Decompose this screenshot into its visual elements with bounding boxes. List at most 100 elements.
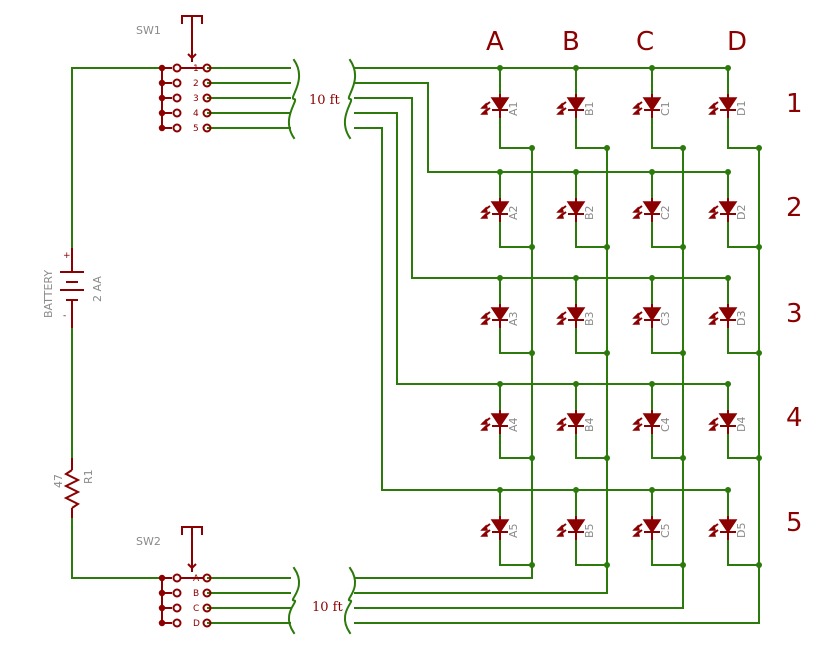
- resistor-name-label: R1: [82, 469, 95, 484]
- led-C2: C2: [632, 198, 672, 222]
- resistor-value-label: 47: [52, 474, 65, 488]
- junction-anode-D2: [725, 169, 731, 175]
- sw1-pin-label: 3: [193, 94, 199, 104]
- led-label-B4: B4: [583, 417, 596, 432]
- led-C3: C3: [632, 304, 672, 328]
- led-A5: A5: [480, 516, 520, 540]
- cable-bottom-break-left: [287, 566, 301, 635]
- junction-cathode-B5: [604, 562, 610, 568]
- led-label-B2: B2: [583, 205, 596, 220]
- junction-cathode-C4: [680, 455, 686, 461]
- battery-plus-label: +: [63, 251, 71, 261]
- junction-anode-C1: [649, 65, 655, 71]
- sw2-pin-label: D: [193, 619, 200, 629]
- junction-cathode-B3: [604, 350, 610, 356]
- led-C4: C4: [632, 410, 672, 434]
- led-D1: D1: [708, 94, 748, 118]
- sw1-label: SW1: [136, 24, 161, 37]
- junction-cathode-A3: [529, 350, 535, 356]
- column-D-return: [354, 147, 760, 624]
- sw1-pin-label: 5: [193, 124, 199, 134]
- cable-bottom-label: 10 ft: [312, 600, 343, 615]
- led-label-D4: D4: [735, 417, 748, 432]
- led-D4: D4: [708, 410, 748, 434]
- junction-anode-B5: [573, 487, 579, 493]
- sw2-label: SW2: [136, 535, 161, 548]
- junction-cathode-C2: [680, 244, 686, 250]
- led-B2: B2: [556, 198, 596, 222]
- battery-name-label: BATTERY: [42, 270, 55, 318]
- row-label-5: 5: [786, 508, 803, 538]
- junction-anode-C3: [649, 275, 655, 281]
- junction-anode-A4: [497, 381, 503, 387]
- junction-anode-A2: [497, 169, 503, 175]
- column-A-return: [354, 147, 533, 579]
- row-label-3: 3: [786, 299, 803, 329]
- led-label-B5: B5: [583, 523, 596, 538]
- led-C1: C1: [632, 94, 672, 118]
- junction-anode-C4: [649, 381, 655, 387]
- led-A3: A3: [480, 304, 520, 328]
- led-D2: D2: [708, 198, 748, 222]
- junction-cathode-C3: [680, 350, 686, 356]
- junction-anode-B4: [573, 381, 579, 387]
- junction-cathode-D5: [756, 562, 762, 568]
- led-label-A1: A1: [507, 101, 520, 116]
- sw2-pin-label: B: [193, 589, 199, 599]
- led-label-C4: C4: [659, 417, 672, 432]
- junction-anode-B2: [573, 169, 579, 175]
- wire-sw1-to-battery: [71, 67, 163, 249]
- row-label-2: 2: [786, 193, 803, 223]
- led-B4: B4: [556, 410, 596, 434]
- battery-value-label: 2 AA: [91, 276, 104, 302]
- junction-cathode-A5: [529, 562, 535, 568]
- junction-anode-B1: [573, 65, 579, 71]
- led-label-C2: C2: [659, 205, 672, 220]
- column-label-c: C: [636, 27, 654, 57]
- led-D5: D5: [708, 516, 748, 540]
- junction-anode-A1: [497, 65, 503, 71]
- junction-cathode-C5: [680, 562, 686, 568]
- resistor-symbol: [63, 458, 81, 518]
- junction-cathode-C1: [680, 145, 686, 151]
- led-label-A2: A2: [507, 205, 520, 220]
- junction-anode-D4: [725, 381, 731, 387]
- led-label-C3: C3: [659, 311, 672, 326]
- cable-bottom-break-right: [343, 566, 357, 635]
- junction-cathode-B4: [604, 455, 610, 461]
- cable-top-break-right: [343, 58, 357, 140]
- led-B1: B1: [556, 94, 596, 118]
- junction-cathode-A2: [529, 244, 535, 250]
- led-B5: B5: [556, 516, 596, 540]
- junction-cathode-B1: [604, 145, 610, 151]
- led-label-A4: A4: [507, 417, 520, 432]
- junction-anode-A3: [497, 275, 503, 281]
- led-label-C1: C1: [659, 101, 672, 116]
- row-5-feed: [354, 127, 729, 491]
- led-A2: A2: [480, 198, 520, 222]
- led-C5: C5: [632, 516, 672, 540]
- led-A1: A1: [480, 94, 520, 118]
- column-label-b: B: [562, 27, 580, 57]
- junction-anode-B3: [573, 275, 579, 281]
- matrix-wires: [207, 67, 760, 624]
- led-label-D3: D3: [735, 311, 748, 326]
- junction-anode-D3: [725, 275, 731, 281]
- junction-anode-A5: [497, 487, 503, 493]
- battery-symbol: [60, 248, 84, 328]
- column-B-return: [354, 147, 608, 594]
- junction-anode-C5: [649, 487, 655, 493]
- sw1-pin-label: 4: [193, 109, 199, 119]
- led-label-D2: D2: [735, 205, 748, 220]
- led-label-D1: D1: [735, 101, 748, 116]
- led-label-D5: D5: [735, 523, 748, 538]
- cable-top-break-left: [287, 58, 301, 140]
- led-B3: B3: [556, 304, 596, 328]
- junction-cathode-B2: [604, 244, 610, 250]
- led-label-C5: C5: [659, 523, 672, 538]
- junction-cathode-D2: [756, 244, 762, 250]
